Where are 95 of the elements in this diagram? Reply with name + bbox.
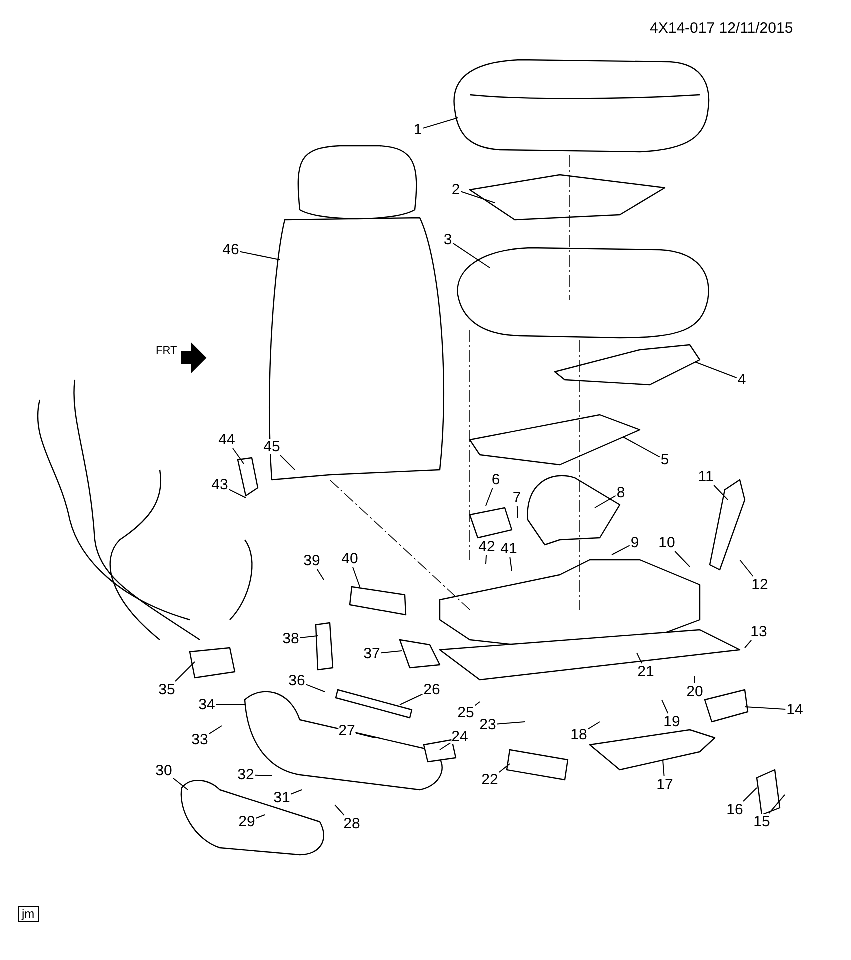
initials-tag: jm <box>18 906 39 922</box>
callout-number: 19 <box>664 714 680 730</box>
leader-line <box>744 706 786 710</box>
drawing-number: 4X14-017 12/11/2015 <box>650 20 794 37</box>
leader-line <box>380 650 402 654</box>
callout-number: 38 <box>282 632 300 646</box>
callout-number: 7 <box>512 490 522 506</box>
leader-line <box>175 662 196 682</box>
leader-line <box>460 191 496 204</box>
leader-line <box>254 774 272 776</box>
callout-number: 2 <box>452 182 460 198</box>
leader-line <box>256 814 266 819</box>
leader-line <box>232 448 244 464</box>
leader-line <box>714 485 728 500</box>
callout-number: 13 <box>750 624 768 640</box>
callout-number: 14 <box>786 702 804 718</box>
leader-line <box>636 652 642 664</box>
callout-number: 34 <box>198 698 216 712</box>
leader-line <box>498 764 510 774</box>
leader-line <box>486 555 487 564</box>
callout-number: 8 <box>616 486 626 500</box>
callout-number: 5 <box>660 452 670 468</box>
callout-number: 44 <box>218 432 236 448</box>
leader-line <box>510 557 512 572</box>
leader-line <box>474 702 480 706</box>
leader-line <box>216 704 246 706</box>
callout-number: 36 <box>288 674 306 688</box>
callout-number: 26 <box>424 682 440 698</box>
callout-number: 35 <box>158 682 176 698</box>
callout-number: 6 <box>492 472 500 488</box>
leader-line <box>622 436 660 458</box>
callout-number: 12 <box>752 578 768 592</box>
callout-number: 31 <box>274 790 290 806</box>
callout-number: 10 <box>658 536 676 550</box>
callout-number: 20 <box>686 684 704 700</box>
callout-number: 40 <box>342 552 358 566</box>
direction-label: FRT <box>156 345 178 357</box>
leader-line <box>290 790 302 795</box>
leader-line <box>744 640 752 648</box>
leader-line <box>352 567 360 588</box>
leader-line <box>674 551 690 568</box>
leader-line <box>300 636 318 638</box>
leader-line <box>516 506 518 518</box>
callout-number: 23 <box>480 718 496 732</box>
leader-line <box>334 804 345 816</box>
leader-line <box>694 362 738 379</box>
callout-number: 46 <box>222 242 240 258</box>
callout-number: 9 <box>630 536 640 550</box>
leader-line <box>743 788 758 802</box>
leader-line <box>486 488 494 506</box>
leader-line <box>172 778 188 790</box>
callout-number: 37 <box>364 646 380 662</box>
leader-line <box>280 455 296 470</box>
callout-number: 43 <box>212 478 228 492</box>
leader-line <box>356 732 376 738</box>
callout-number: 18 <box>570 728 588 742</box>
leader-line <box>740 560 754 577</box>
leader-line <box>768 794 786 814</box>
leader-line <box>662 700 669 714</box>
callout-number: 21 <box>638 664 654 680</box>
callout-number: 41 <box>500 542 518 556</box>
leader-line <box>400 694 424 706</box>
leader-line <box>208 726 222 735</box>
leader-line <box>594 495 616 508</box>
leader-line <box>694 676 696 684</box>
leader-line <box>228 489 246 498</box>
callout-number: 16 <box>726 802 744 818</box>
callout-number: 15 <box>754 814 770 830</box>
callout-number: 28 <box>344 816 360 832</box>
leader-line <box>612 545 630 556</box>
callout-number: 33 <box>192 732 208 748</box>
callout-number: 24 <box>452 730 468 744</box>
leader-line <box>452 242 490 268</box>
callout-number: 17 <box>656 778 674 792</box>
callout-number: 32 <box>238 768 254 782</box>
callout-number: 39 <box>304 554 320 568</box>
leader-line <box>240 251 280 260</box>
callout-number: 25 <box>458 706 474 720</box>
leader-line <box>588 722 600 730</box>
callout-number: 42 <box>478 540 496 554</box>
callout-number: 11 <box>698 470 714 484</box>
callout-number: 22 <box>482 772 498 788</box>
callout-number: 1 <box>414 122 422 138</box>
callout-number: 45 <box>264 440 280 454</box>
leader-line <box>306 684 326 692</box>
leader-line <box>422 118 458 129</box>
callout-number: 3 <box>444 232 452 248</box>
leader-line <box>496 722 526 725</box>
callout-number: 29 <box>238 814 256 830</box>
callout-number: 4 <box>738 372 746 388</box>
leader-line <box>440 742 452 750</box>
callout-number: 27 <box>338 724 356 738</box>
leader-line <box>662 760 665 777</box>
leader-line <box>316 569 324 580</box>
callout-number: 30 <box>156 764 172 778</box>
